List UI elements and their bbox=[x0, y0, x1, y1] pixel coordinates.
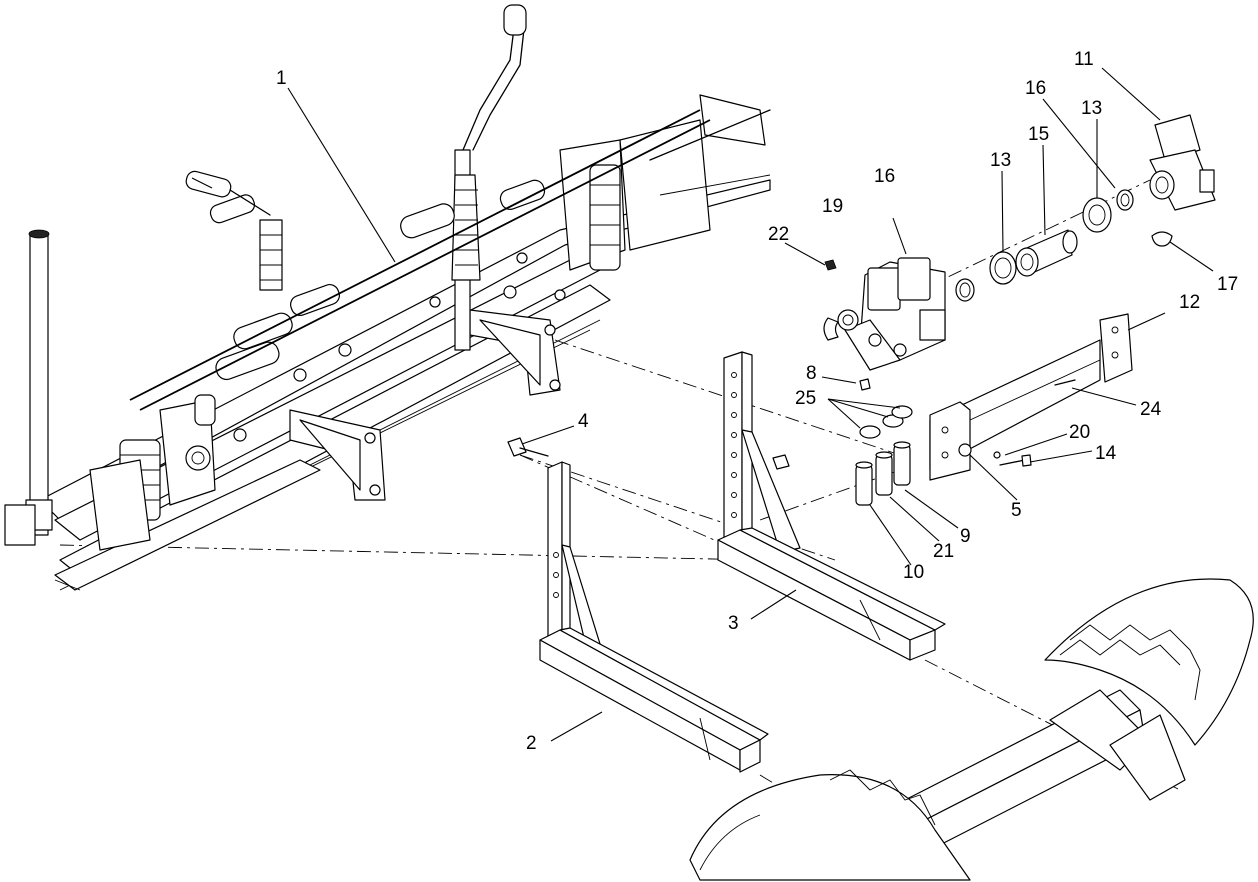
callout-19: 19 bbox=[822, 196, 843, 217]
callout-13-left: 13 bbox=[990, 150, 1011, 171]
callout-2: 2 bbox=[526, 733, 537, 754]
callout-12: 12 bbox=[1179, 292, 1200, 313]
callout-13-right: 13 bbox=[1081, 98, 1102, 119]
callout-5: 5 bbox=[1011, 500, 1022, 521]
callout-25: 25 bbox=[795, 388, 816, 409]
leader-lines bbox=[191, 67, 1214, 742]
fitting-chain bbox=[955, 114, 1216, 302]
callout-4: 4 bbox=[578, 411, 589, 432]
callout-3: 3 bbox=[728, 613, 739, 634]
bolt-4 bbox=[507, 437, 790, 470]
callout-9: 9 bbox=[960, 526, 971, 547]
mounting-bracket-12 bbox=[929, 313, 1133, 481]
callout-17: 17 bbox=[1217, 274, 1238, 295]
callout-16-right: 16 bbox=[1025, 78, 1046, 99]
small-hardware bbox=[824, 259, 1076, 467]
valve-assembly-19 bbox=[823, 257, 946, 371]
callout-20: 20 bbox=[1069, 422, 1090, 443]
main-frame-assembly bbox=[4, 4, 771, 591]
callout-21: 21 bbox=[933, 541, 954, 562]
callout-8: 8 bbox=[806, 363, 817, 384]
callout-15: 15 bbox=[1028, 124, 1049, 145]
callout-22: 22 bbox=[768, 224, 789, 245]
callout-14: 14 bbox=[1095, 443, 1117, 464]
callout-labels: 1 2 3 4 5 8 9 10 11 12 13 13 14 15 16 16… bbox=[276, 49, 1238, 754]
callout-16-left: 16 bbox=[874, 166, 895, 187]
hoses bbox=[855, 441, 911, 506]
stand-left bbox=[539, 461, 769, 773]
callout-11: 11 bbox=[1074, 49, 1094, 70]
callout-24: 24 bbox=[1140, 399, 1162, 420]
callout-10: 10 bbox=[903, 562, 924, 583]
rear-axle-fenders bbox=[689, 578, 1254, 881]
callout-1: 1 bbox=[276, 68, 287, 89]
stand-right bbox=[717, 351, 946, 661]
